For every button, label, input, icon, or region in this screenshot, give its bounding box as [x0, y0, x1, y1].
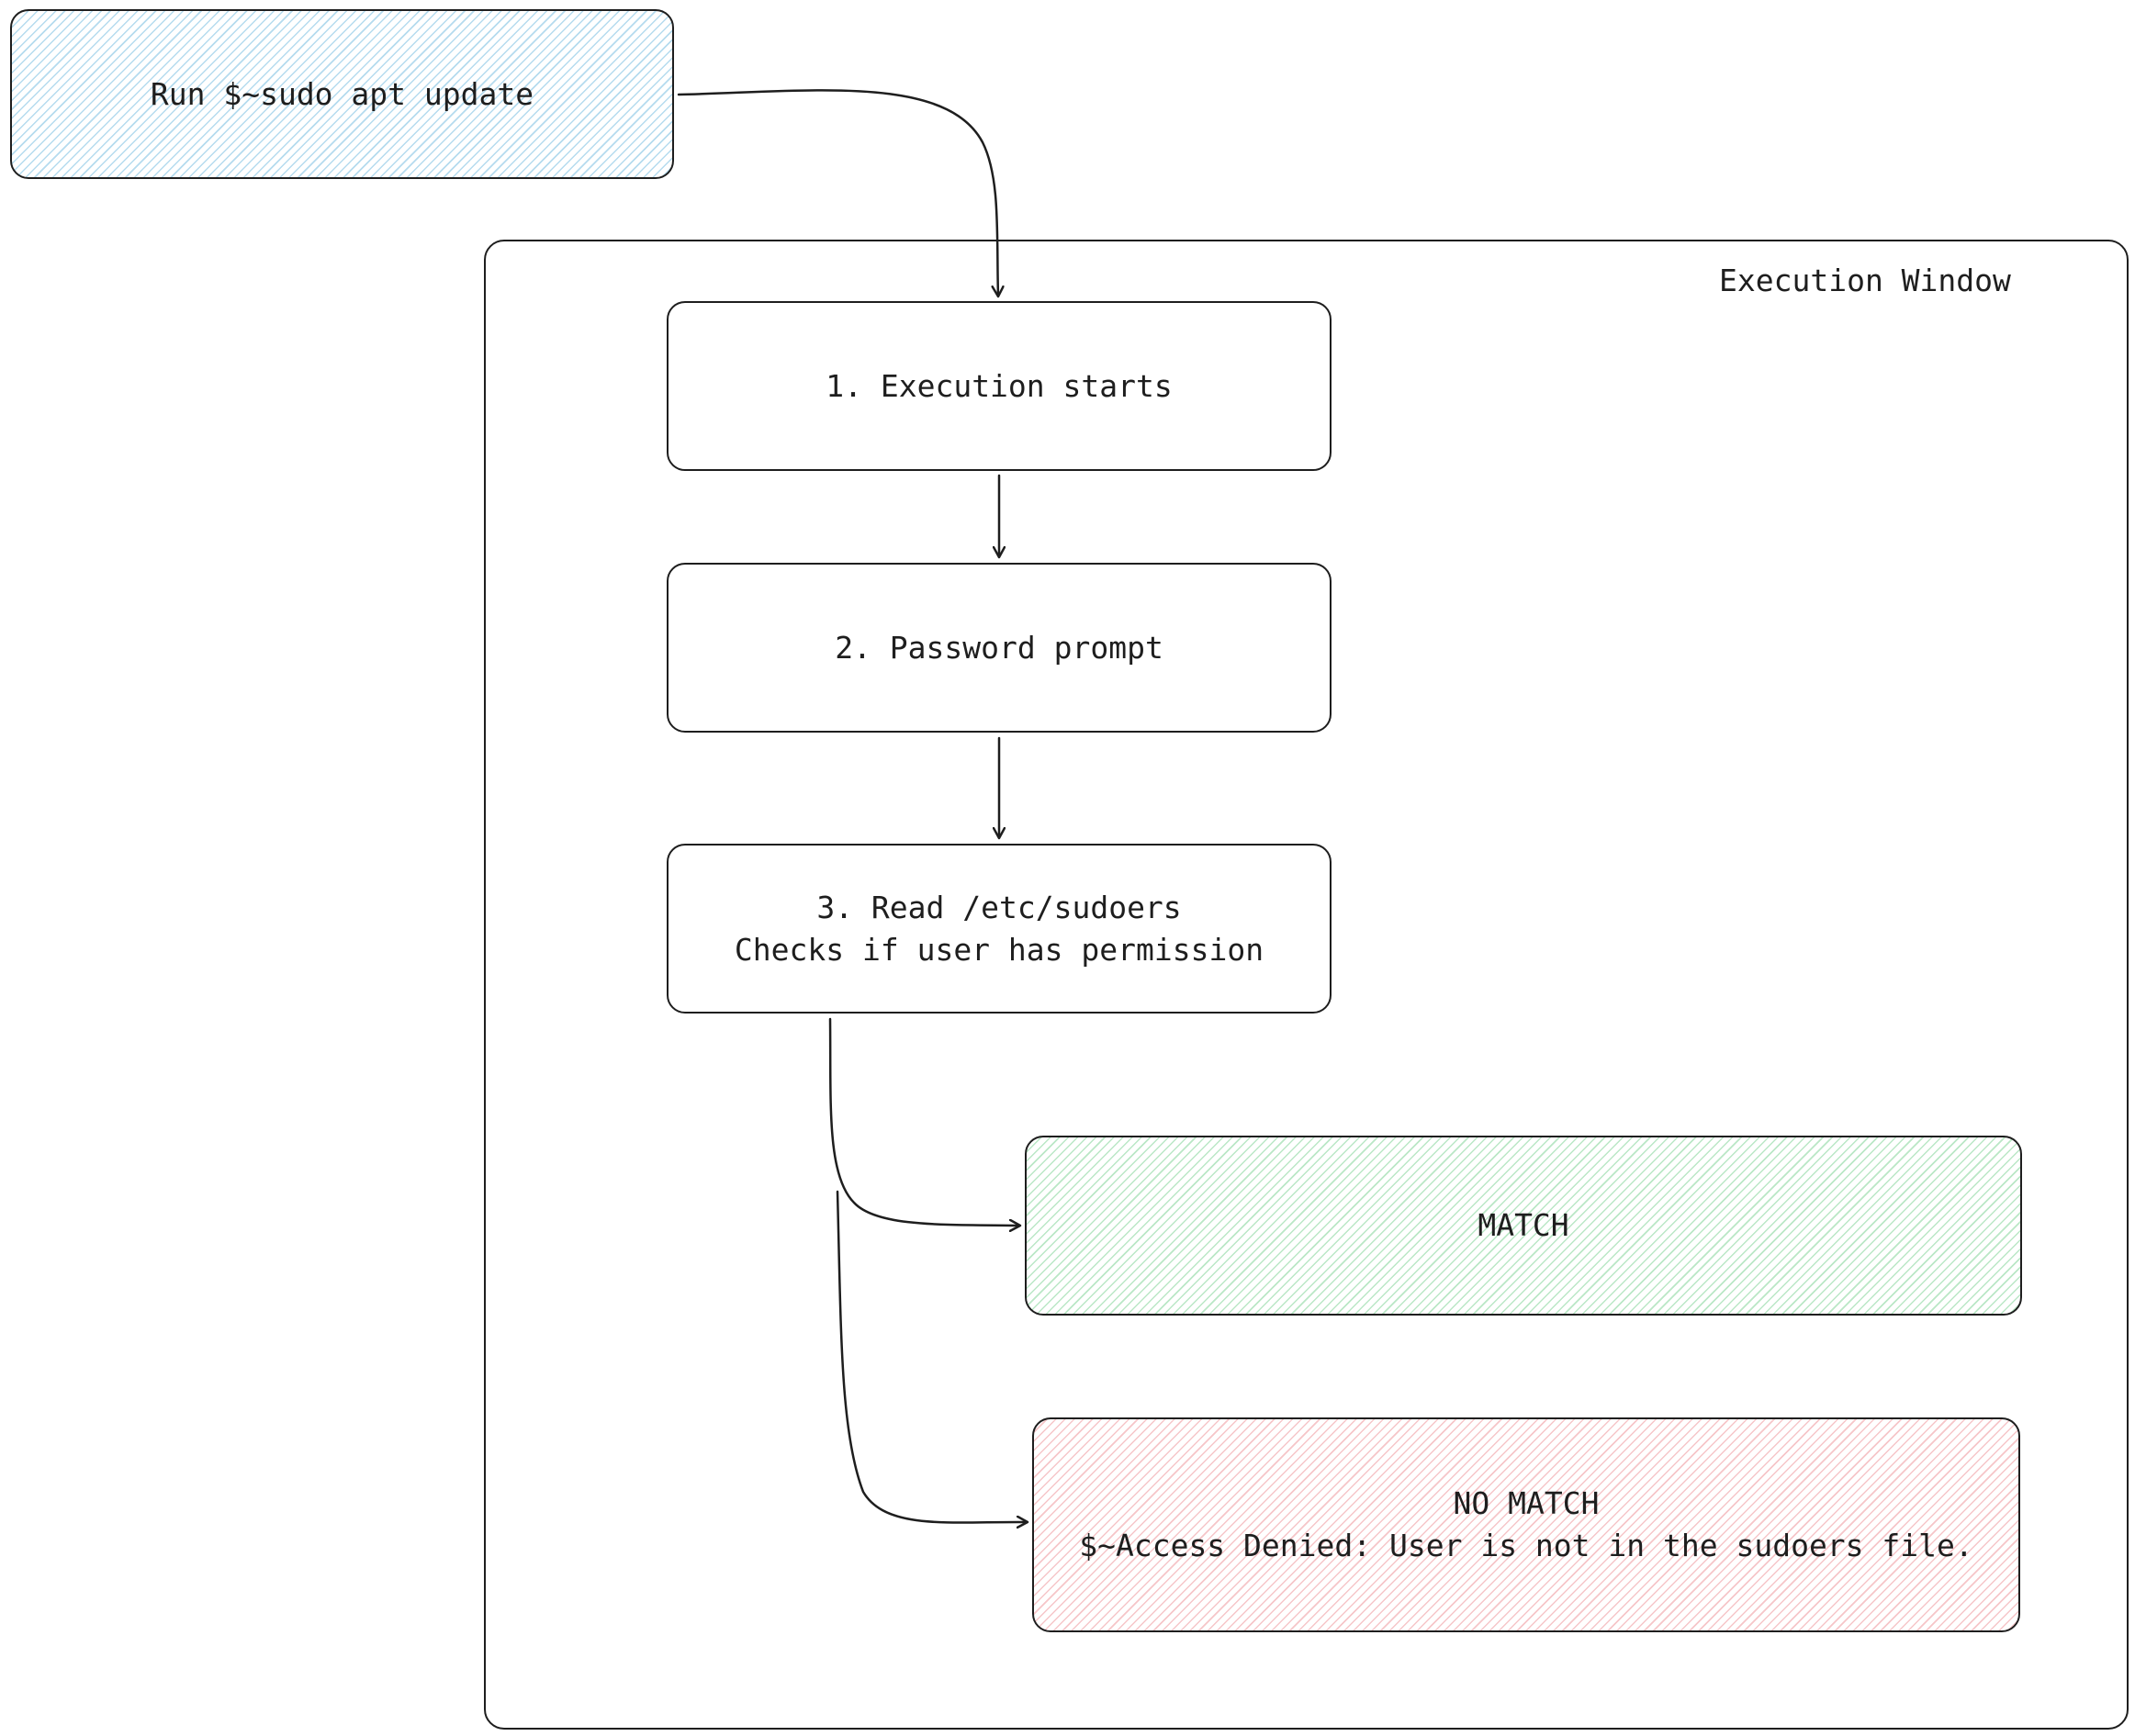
execution-window-title: Execution Window [1719, 263, 2011, 298]
step-read-sudoers[interactable]: 3. Read /etc/sudoers Checks if user has … [667, 844, 1332, 1014]
start-command-label: Run $~sudo apt update [150, 75, 534, 112]
outcome-no-match-node[interactable]: NO MATCH $~Access Denied: User is not in… [1032, 1417, 2020, 1632]
execution-window-frame [484, 240, 2129, 1730]
step-2-label: 2. Password prompt [835, 629, 1163, 666]
step-execution-starts[interactable]: 1. Execution starts [667, 301, 1332, 471]
outcome-no-match-label-line-2: $~Access Denied: User is not in the sudo… [1079, 1528, 1973, 1563]
outcome-match-node[interactable]: MATCH [1025, 1136, 2022, 1316]
step-3-label-line-2: Checks if user has permission [734, 931, 1264, 968]
step-3-label-line-1: 3. Read /etc/sudoers [816, 889, 1182, 925]
step-1-label: 1. Execution starts [826, 367, 1173, 404]
start-command-node[interactable]: Run $~sudo apt update [10, 9, 674, 179]
outcome-match-label: MATCH [1478, 1207, 1569, 1243]
step-password-prompt[interactable]: 2. Password prompt [667, 563, 1332, 733]
outcome-no-match-label-line-1: NO MATCH [1453, 1485, 1600, 1521]
